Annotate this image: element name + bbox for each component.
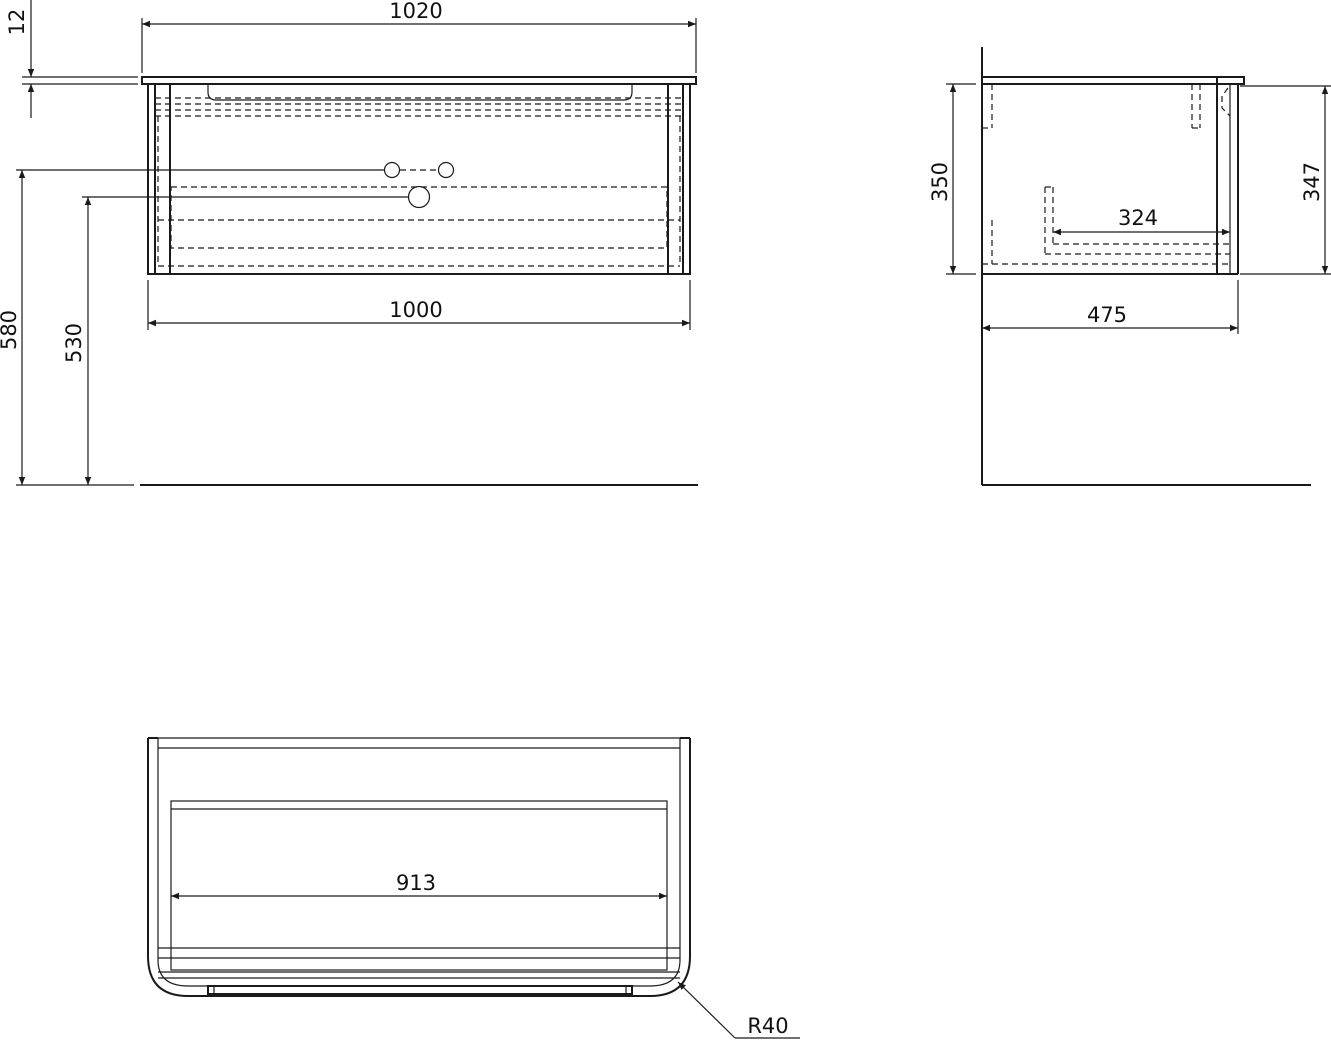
dim-height-350: 350 bbox=[928, 162, 952, 202]
drawer-box bbox=[170, 800, 668, 971]
dim-top-width: 1020 bbox=[389, 0, 442, 23]
dim-inner-width: 913 bbox=[396, 871, 436, 895]
side-view: 350 347 324 475 bbox=[928, 47, 1331, 486]
countertop bbox=[141, 76, 697, 85]
dim-height-580: 580 bbox=[0, 310, 21, 350]
dim-depth: 475 bbox=[1087, 303, 1127, 327]
dim-inner-depth: 324 bbox=[1118, 206, 1158, 230]
tap-hole-right bbox=[437, 161, 455, 179]
drawer-hidden bbox=[170, 186, 668, 249]
countertop-side bbox=[981, 76, 1245, 85]
dim-radius: R40 bbox=[747, 1014, 788, 1038]
basin-outline bbox=[207, 84, 633, 101]
front-view: 1020 12 1000 580 530 bbox=[0, 0, 698, 486]
drawer-handle bbox=[207, 985, 633, 995]
cabinet-body bbox=[147, 83, 691, 275]
top-view: 913 R40 bbox=[147, 737, 800, 1039]
dim-body-width: 1000 bbox=[389, 298, 442, 322]
dim-height-530: 530 bbox=[62, 323, 86, 363]
dim-top-thickness: 12 bbox=[5, 9, 29, 36]
top-view-outline bbox=[147, 738, 691, 997]
tap-hole-left bbox=[383, 161, 401, 179]
drain-hole bbox=[407, 185, 431, 209]
dim-height-347: 347 bbox=[1300, 162, 1324, 202]
